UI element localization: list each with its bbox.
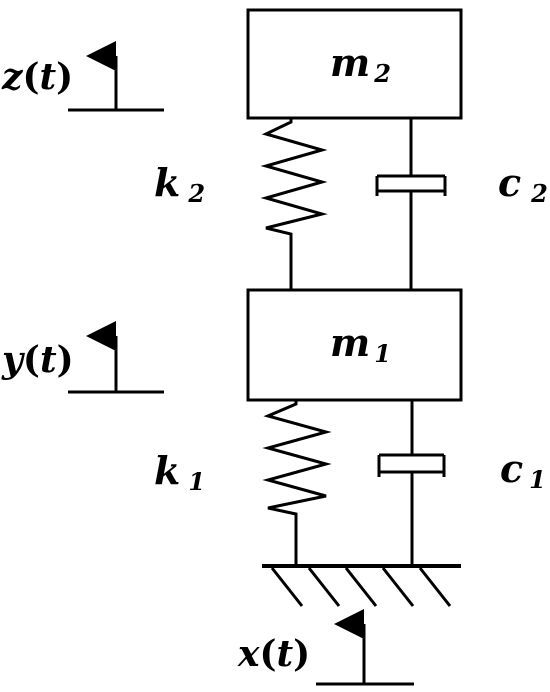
mass-m2-box: [246, 8, 463, 120]
displacement-y-indicator: [68, 321, 164, 394]
spring-k1: [262, 400, 332, 566]
displacement-x-indicator: [316, 609, 414, 686]
displacement-z-indicator: [68, 41, 164, 112]
displacement-x-label: x(t): [237, 633, 310, 675]
damper-c2: [375, 118, 447, 290]
ground-hatch: [262, 564, 461, 607]
damper-c1: [377, 400, 446, 566]
displacement-y-label: y(t): [1, 339, 74, 381]
displacement-z-label: z(t): [1, 56, 73, 98]
spring-k2: [260, 118, 328, 290]
mass-m1-box: [246, 288, 463, 402]
